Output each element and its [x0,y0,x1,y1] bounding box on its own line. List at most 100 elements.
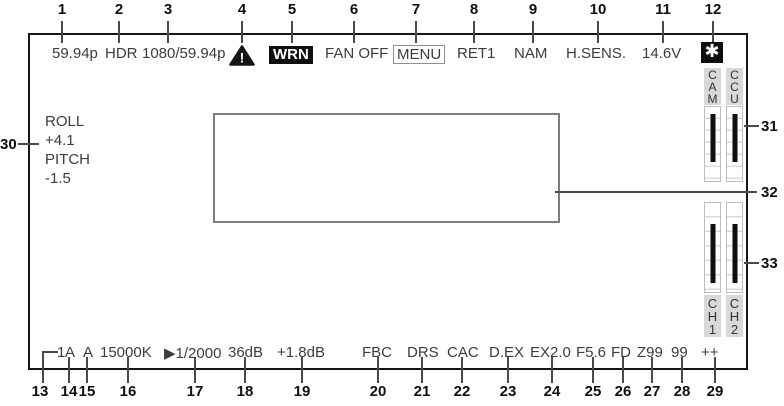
cam-meter-bar [710,114,715,162]
callout-33-leader [744,262,759,264]
callout-number: 25 [584,383,602,400]
callout-number: 28 [673,383,691,400]
callout-number: 5 [287,1,297,18]
osd-ex2-0: EX2.0 [530,344,571,361]
callout-number: 29 [706,383,724,400]
callout-number: 15 [78,383,96,400]
callout-number: 1 [57,1,67,18]
callout-tick [461,357,463,383]
callout-tick [377,357,379,383]
callout-number: 10 [589,1,607,18]
callout-32-leader [555,191,757,193]
callout-number: 24 [543,383,561,400]
callout-number: 31 [761,118,778,135]
cam-meter-label: C A M [704,68,721,105]
callout-number: 23 [499,383,517,400]
osd-nam: NAM [514,45,548,62]
screen-frame [28,33,748,370]
callout-number: 22 [453,383,471,400]
callout-tick [473,21,475,43]
osd-shutter-1-2000: ▶1/2000 [164,345,222,362]
osd-z99: Z99 [637,344,663,361]
ch1-meter [704,202,721,293]
callout-tick [194,357,196,383]
osd-59-94p: 59.94p [52,45,98,62]
callout-tick [712,21,714,43]
osd-15000k: 15000K [100,344,152,361]
osd-fd: FD [611,344,631,361]
osd-plus-plus: ++ [701,344,719,361]
osd-ret1: RET1 [457,45,496,62]
ch1-meter-bar [710,224,715,283]
callout-number: 26 [614,383,632,400]
pitch-label: PITCH [45,151,90,168]
callout-tick [291,21,293,43]
callout-tick [415,21,417,43]
callout-number: 30 [0,136,17,153]
callout-number: 20 [369,383,387,400]
callout-tick [662,21,664,43]
callout-number: 3 [163,1,173,18]
callout-tick [714,357,716,383]
callout-tick [118,21,120,43]
callout-number: 13 [31,383,49,400]
warning-icon: ! [229,45,255,66]
ccu-meter [726,106,743,182]
callout-number: 27 [643,383,661,400]
callout-tick [681,357,683,383]
callout-number: 21 [413,383,431,400]
callout-number: 18 [236,383,254,400]
callout-31-leader [744,125,759,127]
callout-tick [532,21,534,43]
callout-tick [241,21,243,43]
callout-tick [61,21,63,43]
osd-fbc: FBC [362,344,392,361]
callout-tick [622,357,624,383]
callout-number: 12 [704,1,722,18]
ch1-meter-label: C H 1 [704,295,721,337]
callout-number: 16 [119,383,137,400]
osd-d-ex: D.EX [489,344,525,361]
roll-pitch-display: ROLL +4.1 PITCH -1.5 [45,112,90,188]
callout-tick [167,21,169,43]
callout-tick [244,357,246,383]
callout-number: 32 [761,184,778,201]
callout-number: 11 [655,1,671,18]
osd-36db: 36dB [228,344,264,361]
ch2-meter-label: C H 2 [726,295,743,337]
roll-label: ROLL [45,113,85,130]
osd-cac: CAC [447,344,479,361]
cam-meter [704,106,721,182]
osd-wrn: WRN [269,46,313,64]
callout-tick [127,357,129,383]
pitch-value: -1.5 [45,170,71,187]
callout-13-leader-h [42,351,58,353]
callout-number: 9 [528,1,538,18]
callout-tick [597,21,599,43]
callout-number: 17 [186,383,204,400]
osd-14-6v: 14.6V [642,45,682,62]
callout-tick [301,357,303,383]
callout-tick [421,357,423,383]
callout-30-leader [18,143,39,145]
osd-a-second: A [83,344,94,361]
callout-number: 14 [60,383,78,400]
osd-h-sens: H.SENS. [566,45,627,62]
asterisk-icon: ✱ [701,42,723,63]
ccu-meter-bar [732,114,737,162]
svg-text:!: ! [240,50,245,66]
callout-tick [353,21,355,43]
osd-drs: DRS [407,344,439,361]
callout-tick [651,357,653,383]
callout-number: 6 [349,1,359,18]
callout-tick [551,357,553,383]
callout-number: 7 [411,1,421,18]
callout-tick [592,357,594,383]
osd-hdr: HDR [105,45,138,62]
callout-13-leader-v [42,351,44,383]
ch2-meter [726,202,743,293]
osd-plus-1-8db: +1.8dB [277,344,325,361]
callout-number: 33 [761,255,778,272]
osd-f5-6: F5.6 [576,344,607,361]
